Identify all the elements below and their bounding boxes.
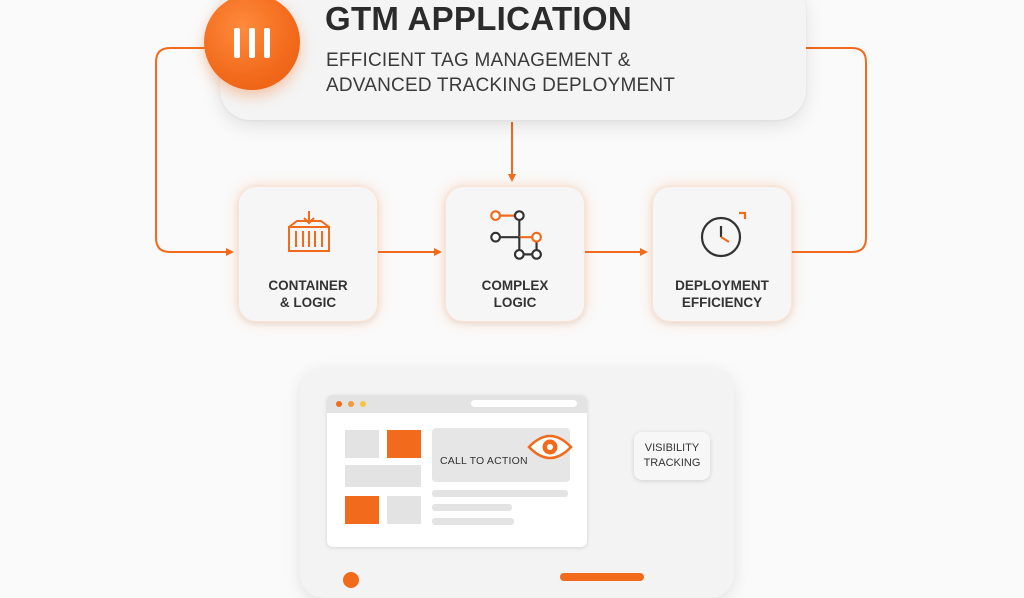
visibility-label-line-1: VISIBILITY <box>644 442 700 454</box>
content-block <box>387 496 421 524</box>
step-label-line-2: EFFICIENCY <box>681 295 763 310</box>
text-placeholder-line <box>432 490 568 497</box>
call-to-action-label: CALL TO ACTION <box>440 455 528 467</box>
content-block-accent <box>387 430 421 458</box>
window-dot-maximize <box>360 401 366 407</box>
step-label-line-1: CONTAINER <box>268 278 348 293</box>
text-placeholder-line <box>432 504 512 511</box>
page-title: GTM APPLICATION <box>325 0 632 37</box>
three-bars-icon <box>234 28 270 58</box>
node-graph-icon <box>490 210 542 260</box>
step-label: DEPLOYMENT EFFICIENCY <box>653 277 791 311</box>
page-subtitle: EFFICIENT TAG MANAGEMENT & ADVANCED TRAC… <box>326 48 675 98</box>
eye-icon <box>527 434 573 460</box>
step-card-container-logic: CONTAINER & LOGIC <box>238 186 378 322</box>
step-label: CONTAINER & LOGIC <box>239 277 377 311</box>
accent-dot <box>343 572 359 588</box>
content-block <box>345 430 379 458</box>
visibility-tracking-card: VISIBILITY TRACKING <box>634 432 710 480</box>
clock-icon <box>700 211 747 258</box>
text-placeholder-line <box>432 518 514 525</box>
step-label-line-1: DEPLOYMENT <box>675 278 769 293</box>
subtitle-line-2: ADVANCED TRACKING DEPLOYMENT <box>326 75 676 96</box>
step-card-deployment-efficiency: DEPLOYMENT EFFICIENCY <box>652 186 792 322</box>
container-icon <box>288 211 330 252</box>
content-block-accent <box>345 496 379 524</box>
window-dot-minimize <box>348 401 354 407</box>
subtitle-line-1: EFFICIENT TAG MANAGEMENT & <box>326 50 631 71</box>
step-label: COMPLEX LOGIC <box>446 277 584 311</box>
header-card <box>220 0 806 120</box>
visibility-label-line-2: TRACKING <box>643 457 701 469</box>
visibility-tracking-label: VISIBILITY TRACKING <box>634 441 710 471</box>
url-bar <box>471 400 577 407</box>
step-card-complex-logic: COMPLEX LOGIC <box>445 186 585 322</box>
step-label-line-2: LOGIC <box>493 295 537 310</box>
accent-bar <box>560 573 644 581</box>
step-label-line-2: & LOGIC <box>279 295 337 310</box>
window-dot-close <box>336 401 342 407</box>
browser-title-bar <box>327 395 587 413</box>
step-label-line-1: COMPLEX <box>481 278 549 293</box>
content-block <box>345 465 421 487</box>
